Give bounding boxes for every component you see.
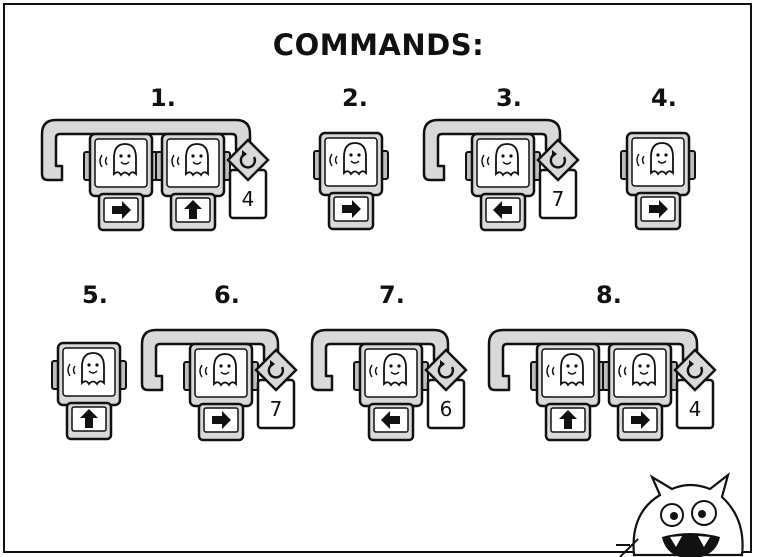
command-program-4 xyxy=(621,133,695,229)
ghost-move-block-icon xyxy=(531,344,605,440)
ghost-move-block-icon xyxy=(52,343,126,439)
command-program-2 xyxy=(314,133,388,229)
ghost-move-block-icon xyxy=(184,344,258,440)
monster-mascot-icon xyxy=(616,475,743,557)
command-program-1: 4 xyxy=(42,120,268,230)
repeat-block: 6 xyxy=(426,350,466,428)
repeat-block: 4 xyxy=(228,140,268,218)
repeat-count: 7 xyxy=(270,397,283,421)
command-program-5 xyxy=(52,343,126,439)
ghost-move-block-icon xyxy=(314,133,388,229)
command-program-8: 4 xyxy=(489,330,715,440)
repeat-block: 7 xyxy=(256,350,296,428)
repeat-block: 4 xyxy=(675,350,715,428)
repeat-count: 4 xyxy=(242,187,255,211)
ghost-move-block-icon xyxy=(603,344,677,440)
repeat-count: 4 xyxy=(689,397,702,421)
command-program-3: 7 xyxy=(424,120,578,230)
repeat-count: 6 xyxy=(440,397,453,421)
ghost-move-block-icon xyxy=(354,344,428,440)
ghost-move-block-icon xyxy=(84,134,158,230)
repeat-count: 7 xyxy=(552,187,565,211)
ghost-move-block-icon xyxy=(156,134,230,230)
ghost-move-block-icon xyxy=(466,134,540,230)
repeat-block: 7 xyxy=(538,140,578,218)
command-program-7: 6 xyxy=(312,330,466,440)
command-program-6: 7 xyxy=(142,330,296,440)
ghost-move-block-icon xyxy=(621,133,695,229)
